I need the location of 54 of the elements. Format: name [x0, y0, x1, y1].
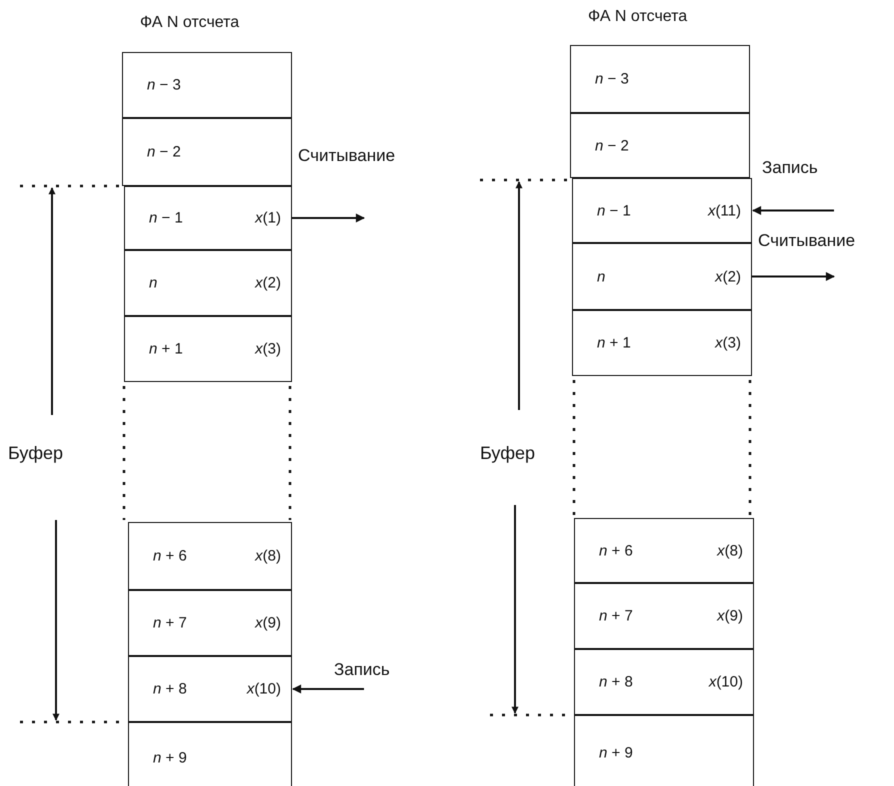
- memory-cell: [128, 656, 292, 722]
- cell-index: n + 7: [599, 608, 633, 624]
- cell-index: n − 2: [595, 137, 629, 154]
- cell-index: n + 1: [597, 334, 631, 352]
- memory-cell: [124, 186, 292, 250]
- sample-value: x(1): [255, 210, 281, 226]
- sample-value: x(11): [708, 202, 741, 219]
- memory-cell: [572, 310, 752, 376]
- memory-cell: [128, 590, 292, 656]
- sample-value: x(9): [717, 608, 743, 624]
- buffer-label: Буфер: [480, 443, 536, 464]
- arrow: [752, 272, 835, 281]
- memory-cell: [574, 715, 754, 786]
- arrow: [752, 206, 834, 215]
- cell-index: n − 1: [149, 210, 183, 226]
- cell-index: n − 3: [147, 76, 181, 94]
- memory-cell: [574, 518, 754, 583]
- arrow: [292, 684, 364, 694]
- cell-index: n: [597, 268, 606, 285]
- memory-cell: [124, 316, 292, 382]
- memory-cell: [572, 178, 752, 243]
- cell-index: n + 8: [599, 674, 633, 690]
- cell-index: n − 3: [595, 70, 629, 88]
- cell-index: n + 8: [153, 680, 187, 698]
- sample-value: x(9): [255, 614, 281, 632]
- sample-value: x(2): [255, 274, 281, 292]
- memory-cell: [574, 649, 754, 715]
- sample-value: x(2): [715, 268, 741, 285]
- memory-cell: [128, 722, 292, 786]
- sample-value: x(3): [715, 334, 741, 352]
- memory-cell: [122, 52, 292, 118]
- cell-index: n: [149, 274, 158, 292]
- memory-cell: [570, 113, 750, 178]
- cell-index: n + 7: [153, 614, 187, 632]
- sample-value: x(3): [255, 340, 281, 358]
- memory-cell: [128, 522, 292, 590]
- cell-index: n − 2: [147, 144, 181, 160]
- sample-value: x(8): [255, 548, 281, 564]
- sample-value: x(10): [708, 674, 743, 690]
- cell-index: n + 6: [153, 548, 187, 564]
- sample-value: x(8): [717, 542, 743, 559]
- cell-index: n + 9: [153, 749, 187, 766]
- cell-index: n + 9: [599, 744, 633, 762]
- memory-cell: [574, 583, 754, 649]
- memory-cell: [124, 250, 292, 316]
- sample-value: x(10): [246, 680, 281, 698]
- memory-cell: [572, 243, 752, 310]
- memory-cell: [122, 118, 292, 186]
- memory-cell: [570, 45, 750, 113]
- cell-index: n − 1: [597, 202, 631, 219]
- cell-index: n + 1: [149, 340, 183, 358]
- buffer-label: Буфер: [8, 443, 64, 464]
- cell-index: n + 6: [599, 542, 633, 559]
- arrow: [292, 214, 365, 222]
